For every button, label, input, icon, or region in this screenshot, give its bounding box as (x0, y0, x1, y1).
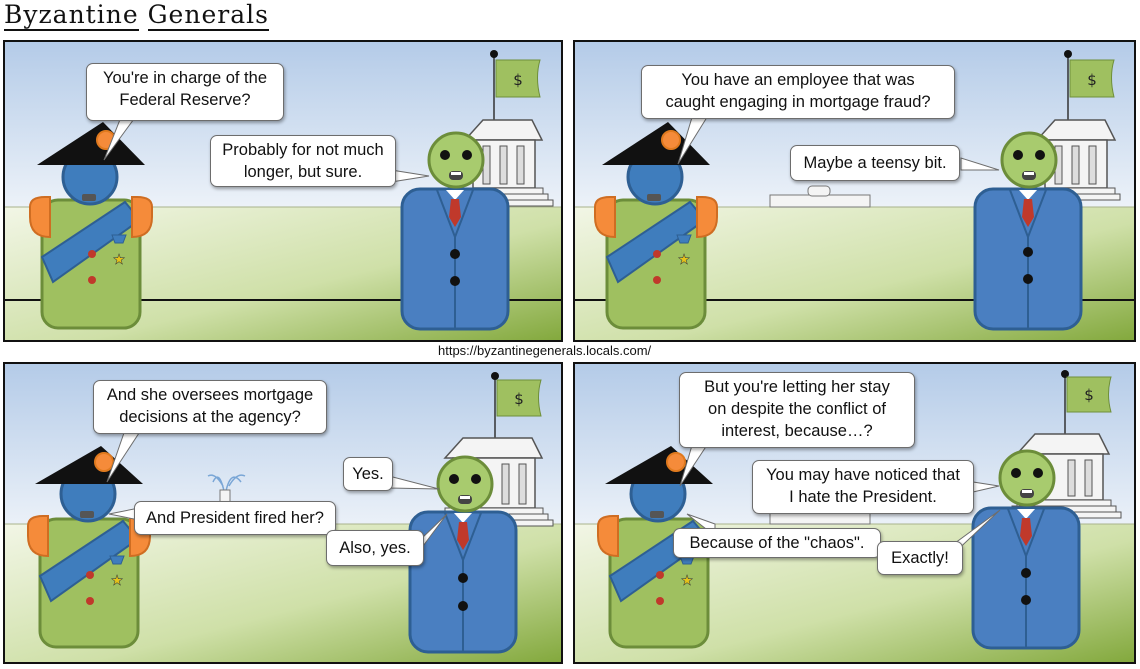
speech-text-line: longer, but sure. (243, 163, 363, 181)
speech-text-line: You may have noticed that (766, 466, 960, 484)
speech-bubble: And President fired her? (134, 501, 336, 535)
reflecting-pool (769, 185, 871, 208)
fed-chair-character (400, 131, 510, 331)
svg-text:★: ★ (678, 251, 691, 267)
speech-text-line: caught engaging in mortgage fraud? (665, 93, 931, 111)
speech-text-line: Maybe a teensy bit. (803, 154, 947, 172)
speech-bubble: Also, yes. (326, 530, 424, 566)
dollar-flag-icon: $ (491, 372, 542, 449)
speech-text-line: You have an employee that was (681, 71, 915, 89)
speech-bubble: You have an employee that was caught eng… (641, 65, 955, 119)
svg-text:$: $ (514, 390, 524, 408)
speech-bubble: You may have noticed that I hate the Pre… (752, 460, 974, 514)
svg-text:★: ★ (111, 572, 124, 588)
speech-bubble: You're in charge of the Federal Reserve? (86, 63, 284, 121)
speech-bubble: Maybe a teensy bit. (790, 145, 960, 181)
svg-text:★: ★ (113, 251, 126, 267)
speech-text-line: You're in charge of the (103, 69, 267, 87)
comic-panel-1: $ ★ (3, 40, 563, 342)
speech-text-line: But you're letting her stay (704, 378, 890, 396)
speech-text-line: Yes. (352, 465, 384, 483)
speech-text-line: decisions at the agency? (119, 408, 301, 426)
dollar-flag-icon: $ (1061, 370, 1112, 444)
speech-text-line: Probably for not much (222, 141, 384, 159)
speech-tails (677, 113, 1000, 171)
speech-text-line: Federal Reserve? (119, 91, 251, 109)
speech-tails (106, 429, 448, 552)
svg-text:★: ★ (681, 572, 694, 588)
svg-text:$: $ (513, 71, 523, 89)
comic-title-word-1: Byzantine (4, 0, 139, 31)
comic-panel-4: $ ★ (573, 362, 1136, 664)
speech-text-line: on despite the conflict of (708, 400, 886, 418)
fed-chair-character (408, 455, 518, 654)
speech-text-line: I hate the President. (789, 488, 937, 506)
dollar-flag-icon: $ (1064, 50, 1115, 127)
comic-url[interactable]: https://byzantinegenerals.locals.com/ (438, 343, 652, 358)
speech-text-line: And President fired her? (146, 509, 324, 527)
comic-title-word-2: Generals (147, 0, 269, 31)
speech-text-line: Because of the "chaos". (689, 534, 865, 552)
comic-panel-3: $ ★ (3, 362, 563, 664)
svg-text:$: $ (1087, 71, 1097, 89)
speech-bubble: But you're letting her stay on despite t… (679, 372, 915, 448)
fed-chair-character (973, 131, 1083, 331)
general-character: ★ (27, 446, 151, 649)
speech-tails (103, 111, 430, 183)
speech-text-line: interest, because…? (721, 422, 873, 440)
fed-chair-character (971, 449, 1081, 650)
speech-bubble: Probably for not much longer, but sure. (210, 135, 396, 187)
comic-title: Byzantine Generals (4, 0, 269, 31)
speech-bubble: Exactly! (877, 541, 963, 575)
comic-panel-2: $ ★ (573, 40, 1136, 342)
speech-text-line: And she oversees mortgage (106, 386, 314, 404)
speech-text-line: Also, yes. (339, 539, 411, 557)
speech-bubble: Because of the "chaos". (673, 528, 881, 558)
dollar-flag-icon: $ (490, 50, 541, 127)
general-character: ★ (594, 122, 718, 330)
speech-text-line: Exactly! (891, 549, 949, 567)
speech-bubble: And she oversees mortgage decisions at t… (93, 380, 327, 434)
svg-text:$: $ (1084, 386, 1094, 404)
speech-bubble: Yes. (343, 457, 393, 491)
general-character: ★ (29, 122, 153, 330)
